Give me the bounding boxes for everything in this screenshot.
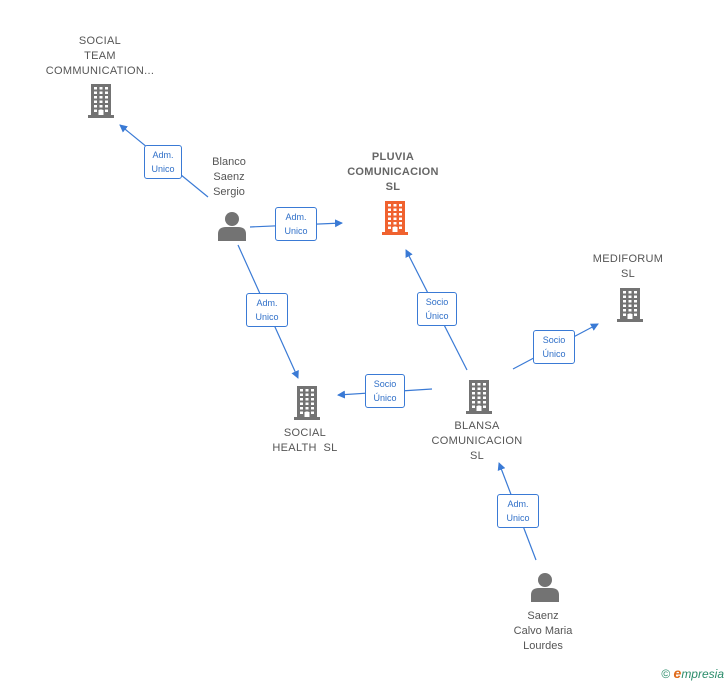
- node-label-line: COMUNICACION: [347, 166, 439, 178]
- node-label-blansa[interactable]: BLANSA COMUNICACION SL: [412, 419, 542, 464]
- company-building-icon-social-team[interactable]: [88, 84, 114, 118]
- company-building-icon-pluvia[interactable]: [382, 201, 408, 235]
- edge-badge-line: Adm.: [256, 298, 278, 308]
- edge-badge-line: Unico: [151, 164, 175, 174]
- node-label-line: TEAM: [84, 50, 116, 62]
- node-label-line: COMUNICACION: [431, 435, 523, 447]
- brand-logo-initial: e: [673, 665, 682, 681]
- node-label-pluvia[interactable]: PLUVIA COMUNICACION SL: [328, 150, 458, 195]
- node-label-line: COMMUNICATION...: [45, 65, 155, 77]
- edge-badge-e3: Adm. Unico: [246, 293, 288, 327]
- edge-badge-line: Adm.: [152, 150, 174, 160]
- node-label-line: MEDIFORUM: [592, 253, 664, 265]
- edge-badge-line: Socio: [542, 335, 566, 345]
- brand-logo-text: mpresia: [681, 667, 724, 681]
- node-label-line: Saenz: [213, 171, 245, 183]
- node-label-line: SL: [385, 181, 401, 193]
- node-label-line: SOCIAL: [78, 35, 122, 47]
- edge-badge-line: Único: [373, 393, 397, 403]
- edge-badge-line: Adm.: [285, 212, 307, 222]
- node-label-line: SL: [620, 268, 636, 280]
- node-label-line: Lourdes: [523, 640, 563, 652]
- edge-badge-line: Unico: [506, 513, 530, 523]
- node-label-line: SOCIAL: [283, 427, 327, 439]
- node-label-line: PLUVIA: [371, 151, 415, 163]
- edge-badge-line: Único: [542, 349, 566, 359]
- edge-badge-line: Unico: [255, 312, 279, 322]
- node-label-line: SL: [469, 450, 485, 462]
- edge-badge-line: Unico: [284, 226, 308, 236]
- edge-badge-e1: Adm. Unico: [144, 145, 182, 179]
- node-label-social-team[interactable]: SOCIAL TEAM COMMUNICATION...: [35, 34, 165, 79]
- node-label-line: Sergio: [213, 186, 245, 198]
- edge-badge-line: Socio: [425, 297, 449, 307]
- edge-badge-line: Socio: [373, 379, 397, 389]
- node-label-social-health[interactable]: SOCIAL HEALTH SL: [250, 426, 360, 456]
- node-label-line: Calvo Maria: [513, 625, 573, 637]
- person-icon-blanco[interactable]: [218, 212, 246, 241]
- node-label-line: BLANSA: [454, 420, 500, 432]
- edge-badge-line: Único: [425, 311, 449, 321]
- copyright-symbol: ©: [661, 667, 671, 681]
- node-label-mediforum[interactable]: MEDIFORUM SL: [578, 252, 678, 282]
- node-label-line: HEALTH SL: [272, 442, 338, 454]
- node-label-line: Blanco: [212, 156, 246, 168]
- edge-badge-e2: Adm. Unico: [275, 207, 317, 241]
- edge-badge-line: Adm.: [507, 499, 529, 509]
- company-building-icon-blansa[interactable]: [466, 380, 492, 414]
- edge-badge-e7: Adm. Unico: [497, 494, 539, 528]
- node-label-line: Saenz: [527, 610, 559, 622]
- brand-footer: © empresia: [661, 665, 724, 681]
- company-building-icon-social-health[interactable]: [294, 386, 320, 420]
- company-building-icon-mediforum[interactable]: [617, 288, 643, 322]
- person-icon-saenz[interactable]: [531, 573, 559, 602]
